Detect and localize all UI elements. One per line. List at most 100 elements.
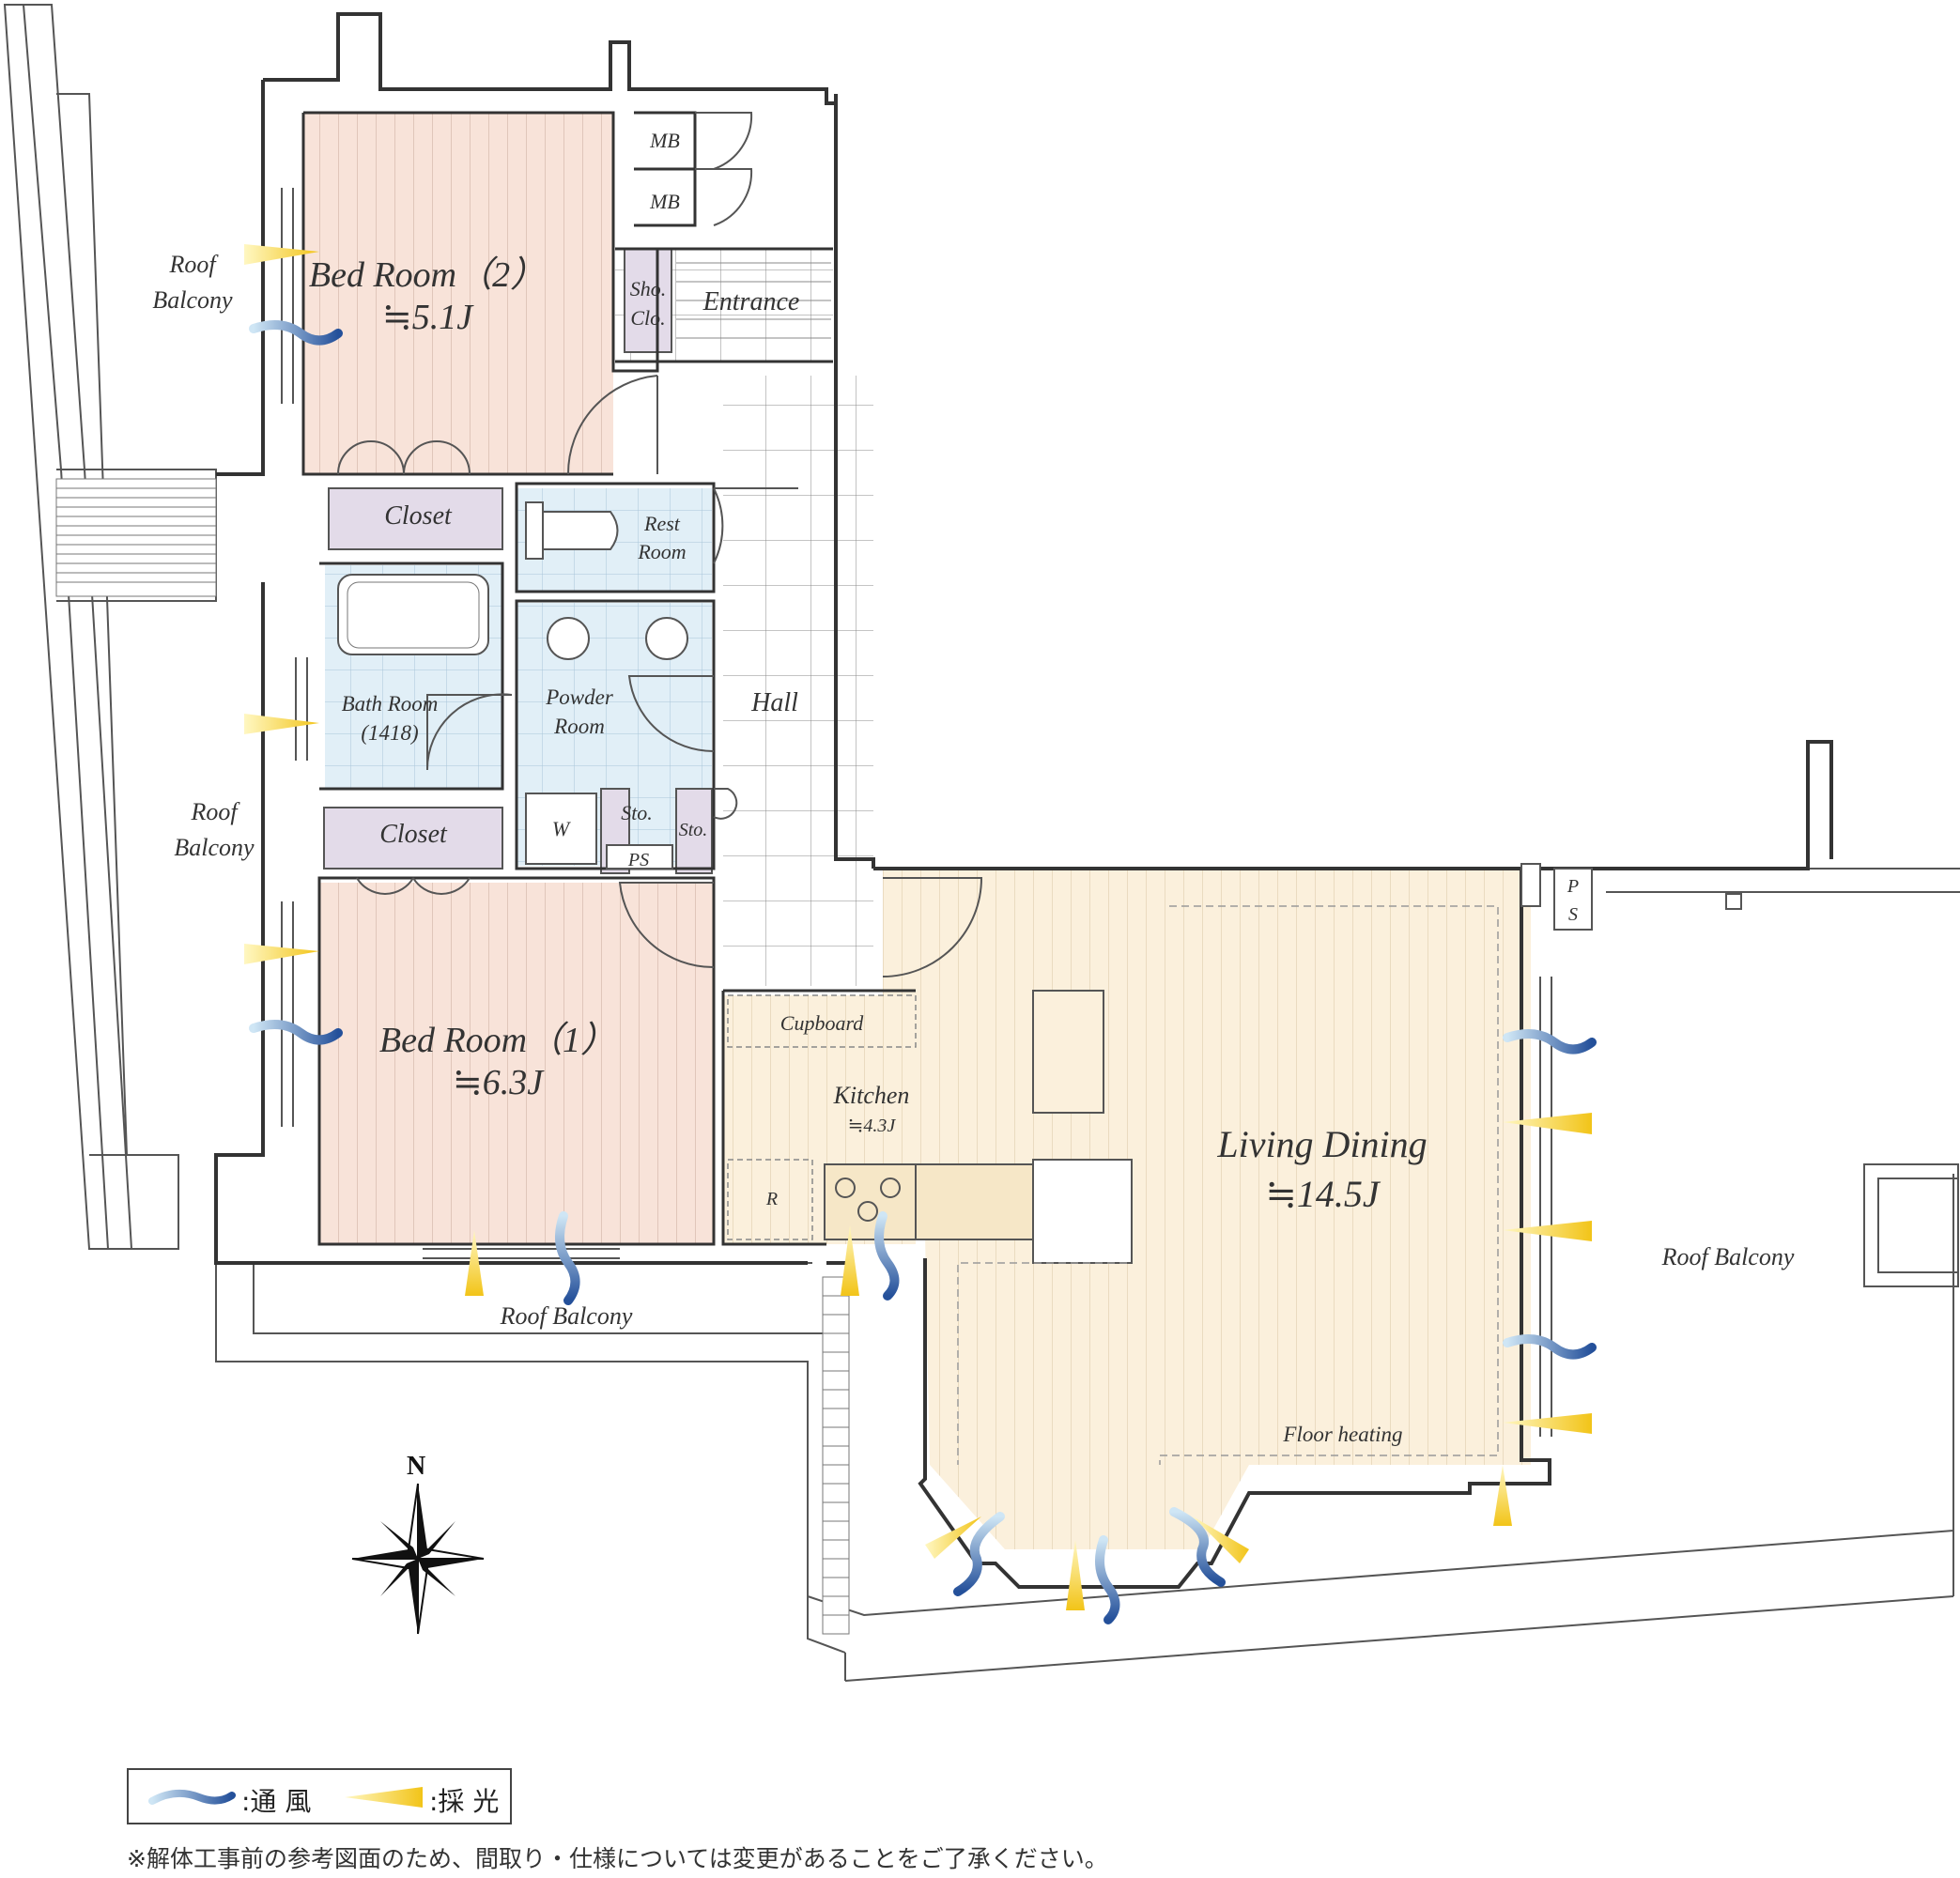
- bathtub-inner: [347, 581, 480, 649]
- compass-north-label: N: [407, 1452, 425, 1481]
- ps-label-2-s: S: [1568, 904, 1578, 925]
- refrigerator-space: [727, 1159, 813, 1240]
- windows: [281, 188, 1552, 1437]
- light-legend-icon: [345, 1787, 423, 1808]
- light-marker: [1493, 1465, 1512, 1526]
- wind-markers-vertical: [555, 1211, 1226, 1624]
- bath-room-label-2: (1418): [361, 721, 418, 745]
- entrance-label: Entrance: [702, 287, 800, 316]
- closet-top-label: Closet: [384, 501, 453, 531]
- light-marker: [244, 244, 319, 265]
- light-marker: [1066, 1540, 1085, 1610]
- light-marker: [1193, 1516, 1249, 1563]
- ps-box-2: [1553, 868, 1593, 931]
- balcony-stair-left: [55, 478, 217, 597]
- balcony-parapet-right: [1606, 868, 1960, 1287]
- kitchen-island-sink: [1032, 1159, 1133, 1264]
- bed-room-1-name: Bed Room（1）: [379, 1021, 616, 1060]
- wind-marker: [249, 320, 343, 346]
- kitchen-size: ≒4.3J: [848, 1116, 897, 1136]
- hood-column: [1032, 990, 1104, 1114]
- powder-room-label-2: Room: [553, 715, 605, 738]
- sink-right: [645, 617, 688, 660]
- wind-legend-icon: [148, 1789, 236, 1805]
- legend-light-label: :採 光: [429, 1786, 500, 1817]
- burner-1: [835, 1178, 856, 1198]
- interior-walls: [301, 111, 916, 1246]
- mb-label-1: MB: [649, 129, 680, 152]
- refrigerator-label: R: [765, 1189, 778, 1209]
- ps-label-1: PS: [627, 850, 649, 870]
- balcony-stair-bottom: [822, 1276, 850, 1635]
- storage-2: [675, 788, 713, 874]
- wind-marker: [1095, 1535, 1120, 1624]
- sink-left: [547, 617, 590, 660]
- cupboard-label: Cupboard: [780, 1011, 864, 1035]
- light-marker: [244, 714, 319, 734]
- bath-room-label-1: Bath Room: [342, 692, 439, 716]
- shoe-closet-label-2: Clo.: [630, 306, 665, 330]
- hall-floor: [723, 376, 873, 986]
- disclaimer-note: ※解体工事前の参考図面のため、間取り・仕様については変更があることをご了承くださ…: [127, 1845, 1108, 1872]
- rest-room-label-2: Room: [637, 540, 686, 563]
- legend-wind-label: :通 風: [241, 1786, 312, 1817]
- floor-heating-label: Floor heating: [1282, 1423, 1402, 1446]
- balcony-parapet-left: [3, 4, 217, 1250]
- kitchen-label: Kitchen: [833, 1082, 910, 1109]
- wind-marker: [874, 1211, 900, 1301]
- bed-room-2-name: Bed Room（2）: [309, 255, 546, 295]
- wind-marker: [1169, 1507, 1226, 1587]
- roof-balcony-top-left-2: Balcony: [152, 286, 233, 314]
- storage-2-label: Sto.: [679, 820, 708, 840]
- wind-marker: [249, 1020, 343, 1045]
- light-marker: [465, 1230, 484, 1296]
- closet-bottom-label: Closet: [379, 820, 448, 849]
- bed-room-2-floor: [303, 113, 613, 474]
- wind-markers: [249, 320, 1597, 1360]
- shoe-closet: [624, 248, 672, 353]
- floor-heating-outline: [957, 905, 1499, 1465]
- rest-room-label-1: Rest: [643, 512, 681, 535]
- burner-2: [880, 1178, 901, 1198]
- entrance-tiles: [676, 262, 831, 339]
- roof-balcony-mid-left-1: Roof: [190, 798, 240, 825]
- light-marker: [841, 1225, 859, 1296]
- doors: [337, 112, 983, 977]
- living-dining-name: Living Dining: [1216, 1123, 1427, 1165]
- roof-balcony-mid-left-2: Balcony: [174, 834, 255, 861]
- shoe-closet-label-1: Sho.: [630, 277, 667, 300]
- bathtub: [337, 574, 489, 655]
- living-dining-size: ≒14.5J: [1265, 1173, 1381, 1215]
- roof-balcony-bottom: Roof Balcony: [500, 1302, 633, 1330]
- closet-bottom: [323, 807, 503, 870]
- light-marker: [244, 944, 319, 964]
- toilet-bowl: [542, 511, 619, 550]
- bed-room-1-floor: [319, 883, 714, 1244]
- ps-label-2-p: P: [1566, 876, 1579, 897]
- wind-marker: [953, 1512, 1005, 1596]
- light-markers: [244, 244, 1592, 1610]
- bed-room-1-size: ≒6.3J: [453, 1063, 545, 1102]
- ps-box-1: [606, 844, 673, 870]
- washer-label: W: [552, 817, 571, 840]
- hall-label: Hall: [750, 688, 798, 717]
- washer: [525, 793, 597, 865]
- cupboard-outline: [727, 994, 917, 1048]
- wind-marker: [555, 1211, 580, 1305]
- roof-balcony-right: Roof Balcony: [1661, 1243, 1795, 1270]
- light-marker: [925, 1516, 981, 1559]
- bed-room-2-size: ≒5.1J: [382, 298, 474, 337]
- light-marker: [1503, 1413, 1592, 1434]
- storage-1-label: Sto.: [621, 801, 653, 824]
- light-marker: [1503, 1221, 1592, 1241]
- roof-balcony-top-left-1: Roof: [168, 251, 219, 278]
- wind-marker: [1503, 1029, 1597, 1054]
- burner-3: [857, 1201, 878, 1222]
- mb-label-2: MB: [649, 190, 680, 213]
- kitchen-counter: [915, 1163, 1039, 1240]
- toilet-tank: [525, 501, 544, 560]
- light-marker: [1503, 1113, 1592, 1134]
- ps-box-2-slot: [1520, 863, 1541, 907]
- powder-room-label-1: Powder: [545, 685, 614, 709]
